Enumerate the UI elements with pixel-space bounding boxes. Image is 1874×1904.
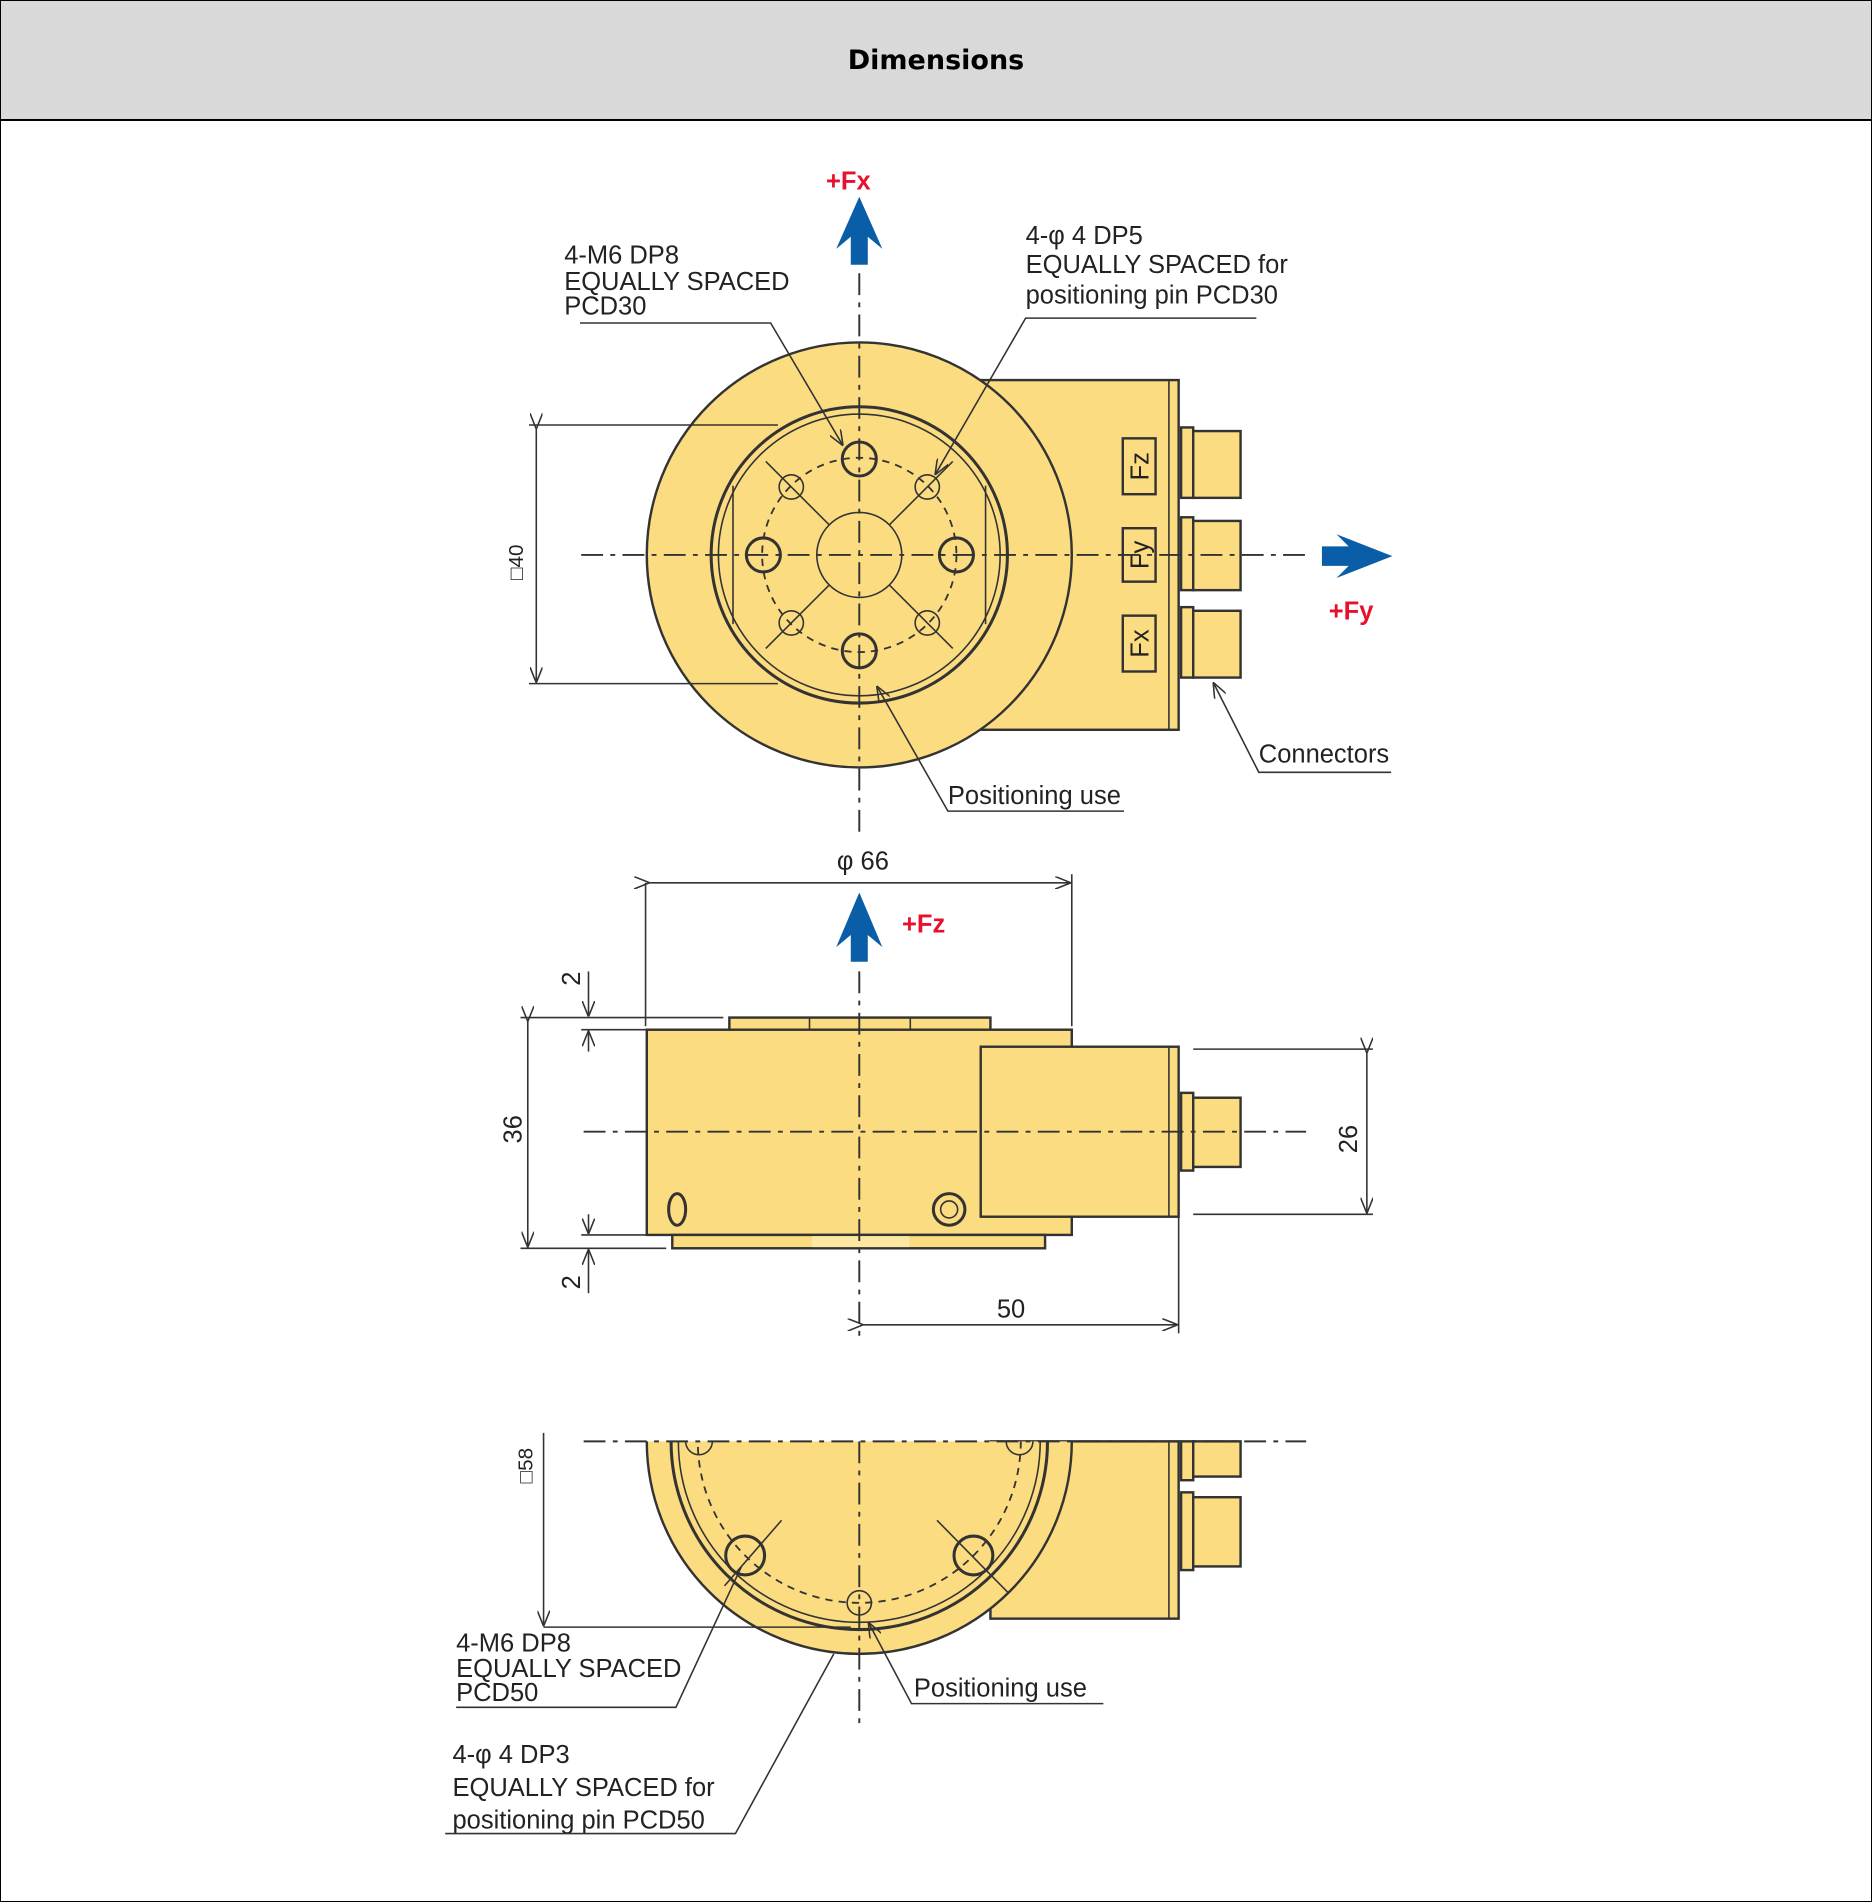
note-connectors: Connectors — [1214, 684, 1392, 774]
annotation-text: 4-φ 4 DP5 — [1026, 222, 1143, 250]
annotation-text: 4-φ 4 DP3 — [453, 1741, 570, 1769]
axis-fz-label: +Fz — [902, 911, 945, 939]
side-view: φ 66 +Fz 36 2 2 26 50 — [500, 847, 1373, 1342]
dim-box-26: 26 — [1335, 1125, 1363, 1153]
fy-arrow-icon — [1321, 534, 1393, 578]
annotation-text: Connectors — [1259, 741, 1389, 769]
dim-square-40: □40 — [505, 545, 528, 580]
connectors — [1179, 426, 1242, 679]
annotation-text: EQUALLY SPACED for — [1026, 251, 1289, 279]
axis-fy-label: +Fy — [1329, 597, 1374, 625]
dim-square-58: □58 — [515, 1448, 538, 1483]
annotation-text: EQUALLY SPACED — [456, 1655, 681, 1683]
panel-title: Dimensions — [847, 44, 1025, 76]
dim-height-36: 36 — [500, 1115, 528, 1143]
annotation-text: EQUALLY SPACED — [564, 268, 789, 296]
top-view: Fz Fy Fx +Fx +Fy □40 4-M6 DP8 EQUALLY SP… — [505, 167, 1393, 838]
dim-bottom-2: 2 — [558, 1275, 586, 1289]
annotation-text: positioning pin PCD30 — [1026, 282, 1278, 310]
note-positioning-bottom: Positioning use — [869, 1624, 1104, 1705]
connector-label-fz: Fz — [1126, 452, 1154, 480]
annotation-text: PCD30 — [564, 293, 646, 321]
dim-length-50: 50 — [997, 1296, 1025, 1324]
fx-arrow-icon — [836, 196, 883, 265]
note-m6-pcd30: 4-M6 DP8 EQUALLY SPACED PCD30 — [564, 242, 842, 445]
annotation-text: positioning pin PCD50 — [453, 1807, 705, 1835]
note-positioning-top: Positioning use — [878, 687, 1124, 812]
annotation-text: Positioning use — [914, 1674, 1087, 1702]
panel-header: Dimensions — [1, 1, 1871, 121]
note-m6-pcd50: 4-M6 DP8 EQUALLY SPACED PCD50 — [456, 1566, 743, 1709]
note-pin-pcd50: 4-φ 4 DP3 EQUALLY SPACED for positioning… — [445, 1653, 835, 1835]
bottom-view: □58 4-M6 DP8 EQUALLY SPACED PCD50 4-φ 4 … — [445, 1432, 1307, 1835]
dim-top-2: 2 — [558, 972, 586, 986]
axis-fx-label: +Fx — [826, 167, 871, 195]
annotation-text: 4-M6 DP8 — [564, 242, 679, 270]
fz-arrow-icon — [836, 892, 883, 962]
annotation-text: 4-M6 DP8 — [456, 1629, 571, 1657]
note-pin-pcd30: 4-φ 4 DP5 EQUALLY SPACED for positioning… — [936, 222, 1289, 474]
connector-label-fx: Fx — [1126, 629, 1154, 658]
annotation-text: Positioning use — [948, 782, 1121, 810]
annotation-text: PCD50 — [456, 1679, 538, 1707]
dim-diameter-66: φ 66 — [837, 847, 889, 875]
annotation-text: EQUALLY SPACED for — [453, 1774, 716, 1802]
